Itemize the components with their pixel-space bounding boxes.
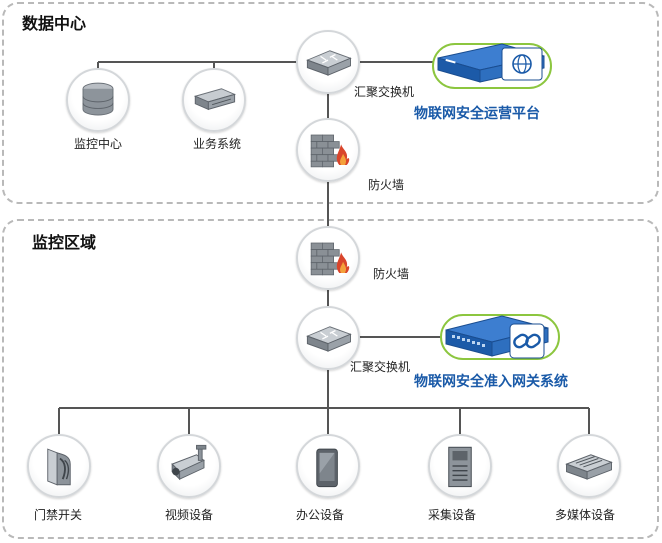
firewall-icon [310, 134, 350, 168]
endpoint-tablet-node [296, 434, 360, 498]
switch-icon [306, 326, 352, 352]
dc-switch-node [296, 30, 360, 94]
server-icon [193, 88, 237, 111]
monitor-center-label: 监控中心 [74, 137, 123, 151]
switch-icon [306, 50, 352, 76]
endpoint-collector-node [428, 434, 492, 498]
dc-firewall-label: 防火墙 [368, 178, 405, 192]
endpoint-label-3: 办公设备 [296, 508, 345, 522]
endpoint-label-5: 多媒体设备 [555, 508, 616, 522]
multimedia-icon [565, 454, 613, 480]
platform-title: 物联网安全运营平台 [414, 106, 540, 122]
camera-icon [171, 444, 207, 481]
endpoint-door-access-node [27, 434, 91, 498]
mz-switch-label: 汇聚交换机 [350, 360, 411, 374]
mz-switch-node [296, 306, 360, 370]
platform-appliance-icon [437, 43, 545, 83]
endpoint-camera-node [157, 434, 221, 498]
mz-firewall-label: 防火墙 [373, 267, 410, 281]
gateway-title: 物联网安全准入网关系统 [414, 374, 568, 390]
monitor-zone-title: 监控区域 [32, 233, 97, 252]
endpoint-label-1: 门禁开关 [34, 508, 83, 522]
tablet-icon [316, 448, 338, 488]
collector-icon [448, 446, 472, 488]
gateway-appliance-icon [445, 315, 549, 359]
business-system-node [182, 68, 246, 132]
business-system-label: 业务系统 [193, 137, 242, 151]
monitor-center-node [66, 68, 130, 132]
firewall-icon [310, 242, 350, 276]
dc-switch-label: 汇聚交换机 [354, 85, 415, 99]
dc-firewall-node [296, 118, 360, 182]
endpoint-label-2: 视频设备 [165, 508, 214, 522]
endpoint-multimedia-node [557, 434, 621, 498]
endpoint-label-4: 采集设备 [428, 508, 477, 522]
mz-firewall-node [296, 226, 360, 290]
database-icon [82, 82, 114, 116]
door-access-icon [47, 448, 71, 486]
datacenter-zone-title: 数据中心 [22, 14, 87, 33]
